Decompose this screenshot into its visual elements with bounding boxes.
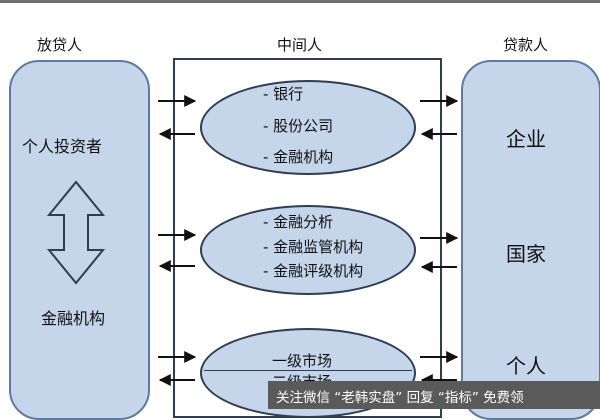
borrower-state: 国家 xyxy=(506,242,546,266)
ellipse2-item-analysis: - 金融分析 xyxy=(263,213,334,231)
lenders-header: 放贷人 xyxy=(37,36,83,54)
borrowers-box xyxy=(461,60,600,420)
double-arrow-vertical-icon xyxy=(46,180,106,285)
lender-individual-investors: 个人投资者 xyxy=(22,137,103,156)
intermediary-ellipse-2 xyxy=(200,205,416,295)
ellipse1-item-joint-stock: - 股份公司 xyxy=(263,117,334,135)
ellipse1-item-bank: - 银行 xyxy=(263,85,304,103)
ellipse3-primary-market: 一级市场 xyxy=(272,352,333,370)
watermark-banner xyxy=(268,381,600,409)
ellipse2-item-rating-agencies: - 金融评级机构 xyxy=(263,262,364,280)
watermark-text: 关注微信 “老韩实盘” 回复 “指标” 免费领 xyxy=(276,390,524,406)
ellipse1-item-financial-institutions: - 金融机构 xyxy=(263,148,334,166)
borrower-enterprise: 企业 xyxy=(506,127,546,151)
intermediary-ellipse-1 xyxy=(200,80,416,175)
borrowers-header: 贷款人 xyxy=(503,36,549,54)
lender-financial-institutions: 金融机构 xyxy=(41,309,106,328)
ellipse2-item-regulators: - 金融监管机构 xyxy=(263,238,364,256)
ellipse3-divider xyxy=(204,370,412,371)
intermediaries-header: 中间人 xyxy=(277,36,323,54)
top-border-line xyxy=(0,0,600,3)
flow-arrows xyxy=(158,95,459,386)
borrower-individual: 个人 xyxy=(506,354,546,378)
